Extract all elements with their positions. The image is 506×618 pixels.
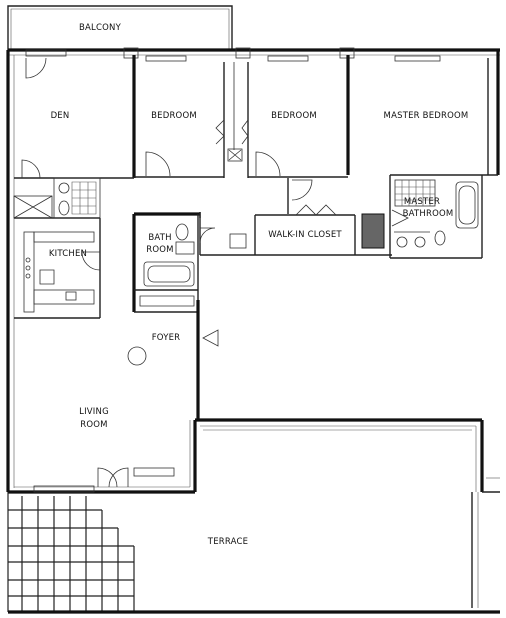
fixtures [13, 177, 479, 366]
label-balcony: BALCONY [79, 23, 122, 33]
label-living-room-2: ROOM [80, 420, 107, 430]
label-terrace: TERRACE [207, 537, 248, 547]
label-master-bathroom-2: BATHROOM [403, 209, 454, 219]
label-master-bathroom-1: MASTER [404, 197, 440, 207]
label-master-bedroom: MASTER BEDROOM [384, 111, 469, 121]
label-walk-in-closet: WALK-IN CLOSET [268, 230, 342, 240]
label-bath-room-1: BATH [148, 233, 171, 243]
label-bedroom-1: BEDROOM [151, 111, 197, 121]
label-bedroom-2: BEDROOM [271, 111, 317, 121]
label-living-room-1: LIVING [79, 407, 109, 417]
room-labels: BALCONY DEN BEDROOM BEDROOM MASTER BEDRO… [49, 23, 469, 547]
windows [25, 47, 441, 493]
terrace-tiles [7, 492, 500, 614]
doors [21, 57, 409, 488]
label-kitchen: KITCHEN [49, 249, 87, 259]
label-foyer: FOYER [152, 333, 181, 343]
exterior-walls [6, 48, 500, 494]
label-den: DEN [51, 111, 70, 121]
balcony [7, 5, 233, 50]
interior-walls [14, 55, 498, 420]
shower-tiles [394, 179, 436, 207]
label-bath-room-2: ROOM [146, 245, 173, 255]
